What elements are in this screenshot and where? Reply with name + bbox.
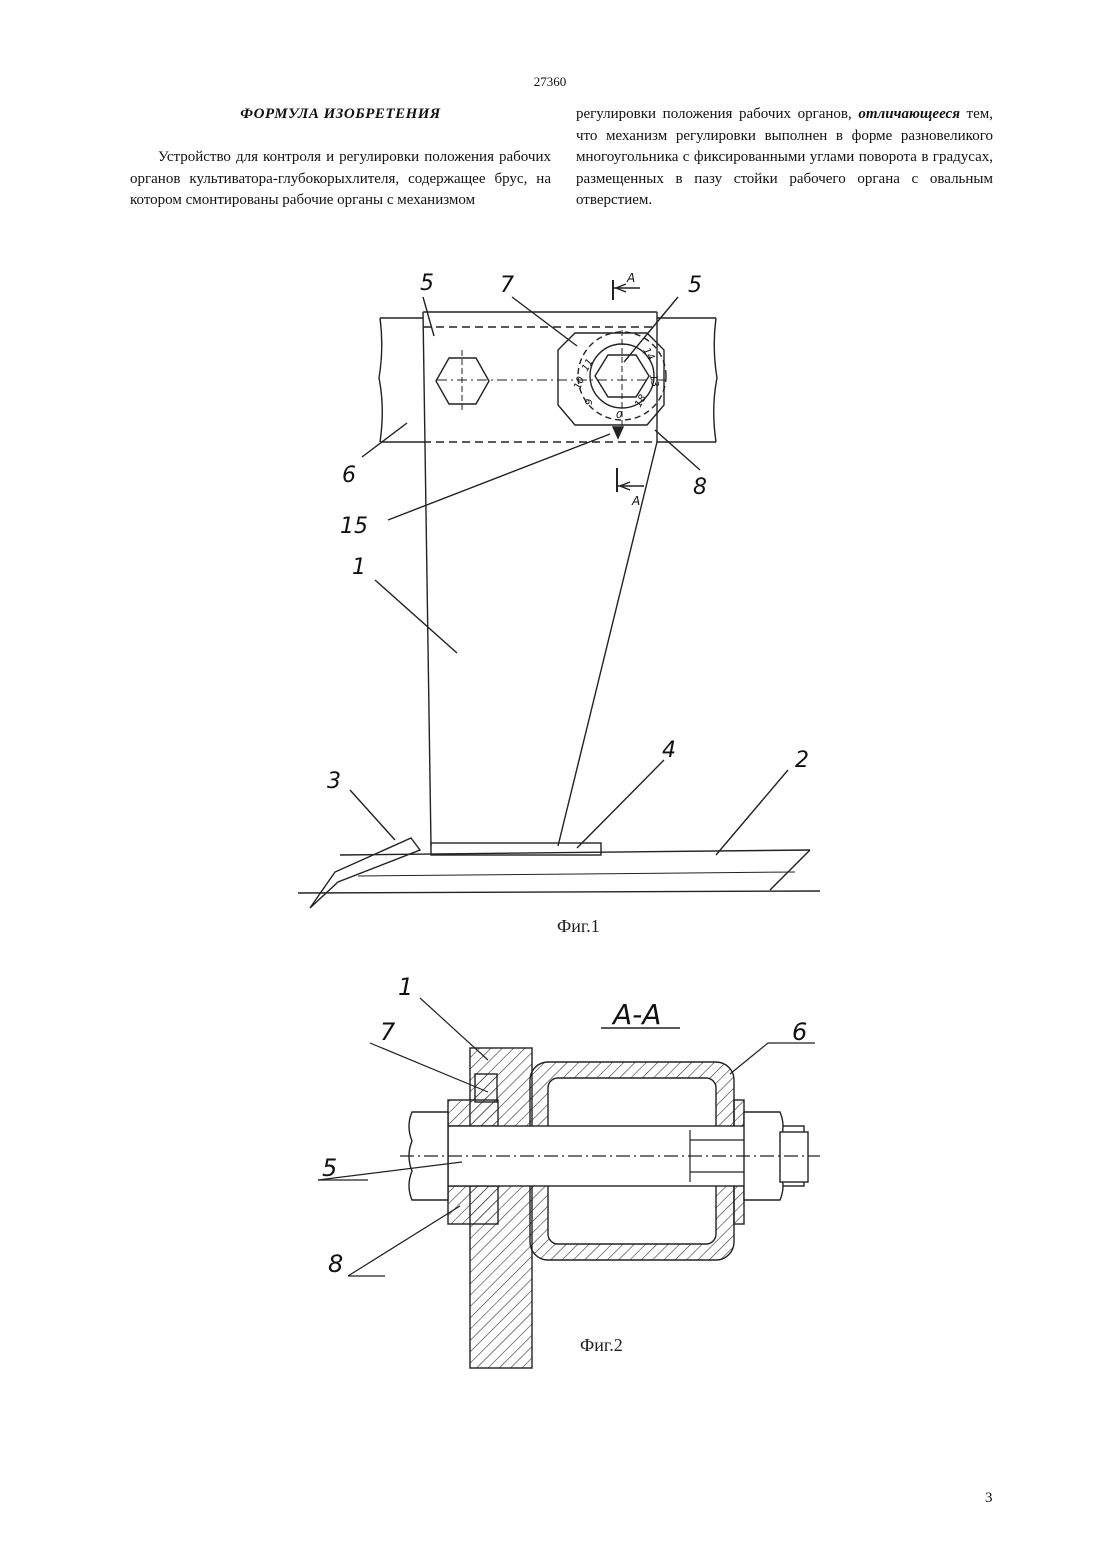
scale-value-11: 11 [580, 357, 596, 374]
claim-text-left: Устройство для контроля и регулировки по… [130, 149, 551, 208]
fig2-label-polygon: 7 [380, 1018, 396, 1046]
fig1-label-polygon: 7 [500, 273, 514, 298]
figure-1-caption: Фиг.1 [557, 916, 600, 936]
patent-number: 27360 [533, 74, 567, 89]
scale-value-9: 9 [584, 399, 595, 405]
claim-text-right: регулировки положения рабочих органов, о… [576, 104, 993, 212]
fig1-label-stand: 1 [352, 555, 366, 580]
fig1-label-plate: 4 [662, 738, 676, 763]
fig1-section-mark-bottom: A [631, 494, 640, 508]
claim-text-right-2: тем, что механизм регулировки выполнен в… [576, 106, 994, 208]
fig1-label-bolt-left: 5 [420, 271, 434, 296]
fig1-label-beam: 6 [342, 463, 356, 488]
figure-2-caption: Фиг.2 [580, 1335, 623, 1355]
fig1-label-washer: 8 [693, 475, 707, 500]
fig2-section-title: A-A [611, 998, 661, 1031]
scale-value-10: 10 [572, 375, 587, 391]
fig2-label-washer: 8 [328, 1250, 343, 1278]
claim-emphasis: отличающееся [858, 106, 960, 122]
figure-1-drawing: 10 11 13 14 18 9 0 5 7 5 A A 6 8 15 1 3 … [297, 271, 821, 936]
fig1-label-chisel: 2 [795, 748, 809, 773]
fig2-label-beam: 6 [792, 1018, 807, 1046]
scale-value-0: 0 [616, 410, 622, 421]
fig2-label-bolt: 5 [322, 1154, 337, 1182]
fig1-label-tip: 3 [327, 769, 341, 794]
fig1-label-bolt-right: 5 [688, 273, 702, 298]
page-number: 3 [985, 1490, 993, 1506]
claim-heading: ФОРМУЛА ИЗОБРЕТЕНИЯ [240, 106, 441, 122]
fig2-label-stand: 1 [398, 973, 413, 1001]
figure-2-drawing: A-A 1 7 6 5 8 Фиг.2 [317, 973, 820, 1369]
fig1-label-pointer: 15 [340, 514, 368, 539]
claim-text-right-1: регулировки положения рабочих органов, [576, 106, 852, 122]
fig1-section-mark-top: A [626, 271, 635, 285]
scale-value-14: 14 [640, 346, 656, 363]
scale-value-13: 13 [647, 374, 660, 388]
